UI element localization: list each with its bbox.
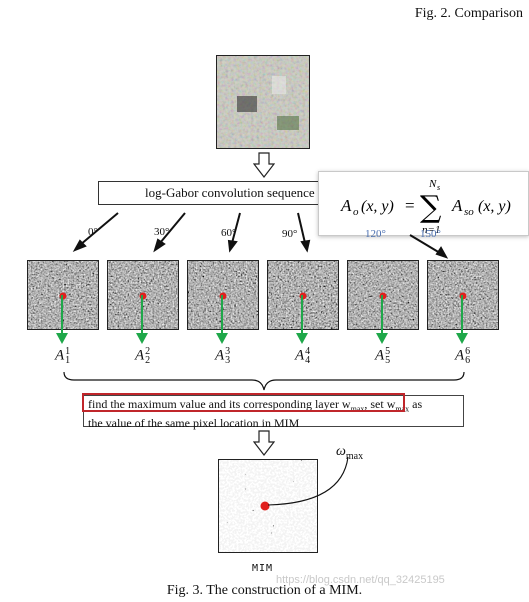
- brace: [63, 372, 465, 391]
- angle-label: 60°: [221, 227, 236, 239]
- green-down-arrow-icon: [56, 295, 68, 344]
- down-arrow-icon: [253, 152, 275, 178]
- omega-label: ωmax: [336, 444, 364, 462]
- formula-lhs: A: [340, 196, 352, 215]
- formula-lower: n=1: [422, 224, 440, 236]
- formula-lhs-sub: o: [353, 206, 359, 218]
- aerial-image: [216, 55, 310, 149]
- angle-label: 0°: [88, 226, 98, 238]
- green-down-arrow-icon: [136, 295, 148, 344]
- angle-label: 90°: [282, 228, 297, 240]
- formula-upper-sub: s: [437, 183, 440, 192]
- svg-text:=: =: [405, 196, 415, 215]
- top-caption: Fig. 2. Comparison: [414, 6, 523, 21]
- formula-upper: N: [428, 178, 437, 190]
- watermark: https://blog.csdn.net/qq_32425195: [276, 574, 445, 586]
- down-arrow-icon: [253, 430, 275, 456]
- orientation-arrows: 0° 30° 60° 90° 120° 150°: [72, 212, 449, 259]
- green-down-arrow-icon: [296, 295, 308, 344]
- formula-rhs: A: [451, 196, 463, 215]
- angle-label: 150°: [420, 228, 441, 240]
- highlight-box: [82, 393, 405, 412]
- angle-label: 120°: [365, 228, 386, 240]
- instruction-box: find the maximum value and its correspon…: [83, 395, 464, 430]
- mim-image: [218, 459, 318, 553]
- formula-lhs-args: (x, y): [361, 198, 394, 215]
- figure-caption: Fig. 3. The construction of a MIM.: [166, 583, 363, 598]
- omega-pointer: [267, 456, 349, 506]
- svg-text:∑: ∑: [420, 190, 442, 225]
- formula-rhs-args: (x, y): [478, 198, 511, 215]
- formula-rhs-sub: so: [464, 206, 474, 218]
- green-down-arrow-icon: [456, 295, 468, 344]
- angle-label: 30°: [154, 226, 169, 238]
- green-down-arrow-icon: [216, 295, 228, 344]
- green-down-arrow-icon: [376, 295, 388, 344]
- mim-label: MIM: [252, 563, 274, 574]
